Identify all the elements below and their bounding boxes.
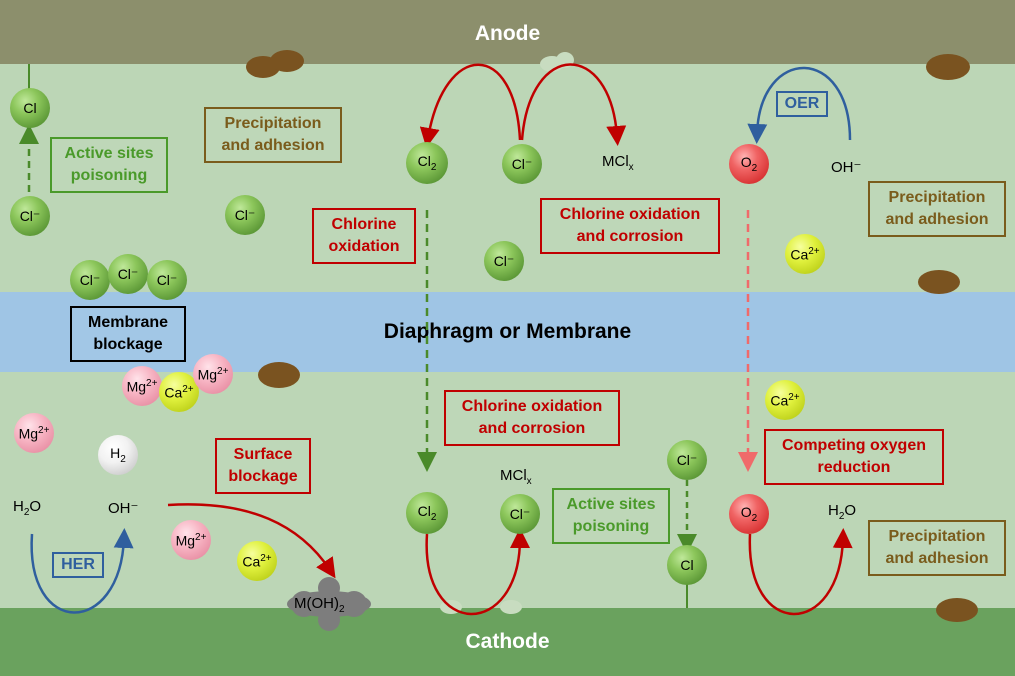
cl-minus-text: Cl⁻ [19,207,41,224]
anode-label: Anode [474,22,541,45]
cl-minus-ball: Cl⁻ [147,260,187,300]
cl-minus-text: Cl⁻ [676,451,698,468]
cl-minus-text: Cl⁻ [509,505,531,522]
ca-text: Ca2+ [164,383,194,401]
cl-minus-text: Cl⁻ [234,206,256,223]
cl-minus-ball: Cl⁻ [10,196,50,236]
moh2-text: M(OH)2 [294,595,345,615]
cl-text: Cl [23,100,37,116]
ca-ball: Ca2+ [237,541,277,581]
mg-text: Mg2+ [175,531,207,549]
ca-text: Ca2+ [790,245,820,263]
cl2-ball: Cl2 [406,142,448,184]
cathode-label: Cathode [465,630,550,653]
cl-minus-text: Cl⁻ [493,252,515,269]
anode-electrode [0,0,1015,64]
precipitate-blob [936,598,978,622]
cl-minus-ball: Cl⁻ [500,494,540,534]
cl-minus-ball: Cl⁻ [108,254,148,294]
h2-ball: H2 [98,435,138,475]
precipitate-blob [270,50,304,72]
cl-adsorbed-ball: Cl [667,545,707,585]
cl-minus-text: Cl⁻ [117,265,139,282]
cathode-electrode [0,608,1015,676]
cl2-text: Cl2 [417,153,437,173]
h2o-text: H2O [828,502,857,522]
cl-minus-text: Cl⁻ [156,271,178,288]
cl-text: Cl [680,557,694,573]
cl-minus-ball: Cl⁻ [70,260,110,300]
o2-ball: O2 [729,494,769,534]
o2-text: O2 [740,154,758,174]
membrane-band [0,292,1015,372]
mg-ball: Mg2+ [122,366,162,406]
ca-ball: Ca2+ [159,372,199,412]
mg-text: Mg2+ [18,424,50,442]
mclx-text: MClx [500,467,532,487]
cl-minus-ball: Cl⁻ [667,440,707,480]
cathode-bubble [500,600,522,614]
mg-ball: Mg2+ [171,520,211,560]
cl2-text: Cl2 [417,503,437,523]
cl-adsorbed-ball: Cl [10,88,50,128]
h2-text: H2 [110,445,126,465]
mg-text: Mg2+ [126,377,158,395]
ca-ball: Ca2+ [765,380,805,420]
precipitate-blob [918,270,960,294]
membrane-label: Diaphragm or Membrane [383,320,632,343]
ca-text: Ca2+ [770,391,800,409]
o2-ball: O2 [729,144,769,184]
cl-minus-text: Cl⁻ [511,155,533,172]
mg-ball: Mg2+ [193,354,233,394]
cl-minus-ball: Cl⁻ [502,144,542,184]
cl-minus-ball: Cl⁻ [484,241,524,281]
mclx-text: MClx [602,153,634,173]
cl2-ball: Cl2 [406,492,448,534]
oh-minus-text: OH⁻ [108,500,139,517]
cl-minus-text: Cl⁻ [79,271,101,288]
cl-minus-ball: Cl⁻ [225,195,265,235]
precipitate-blob [926,54,970,80]
mg-ball: Mg2+ [14,413,54,453]
oer-box: OER [776,91,828,117]
ca-text: Ca2+ [242,552,272,570]
oh-minus-text: OH⁻ [831,159,862,176]
o2-text: O2 [740,504,758,524]
her-box: HER [52,552,104,578]
precipitate-blob [258,362,300,388]
h2o-text: H2O [13,498,42,518]
mg-text: Mg2+ [197,365,229,383]
cathode-electrolyte [0,372,1015,608]
ca-ball: Ca2+ [785,234,825,274]
